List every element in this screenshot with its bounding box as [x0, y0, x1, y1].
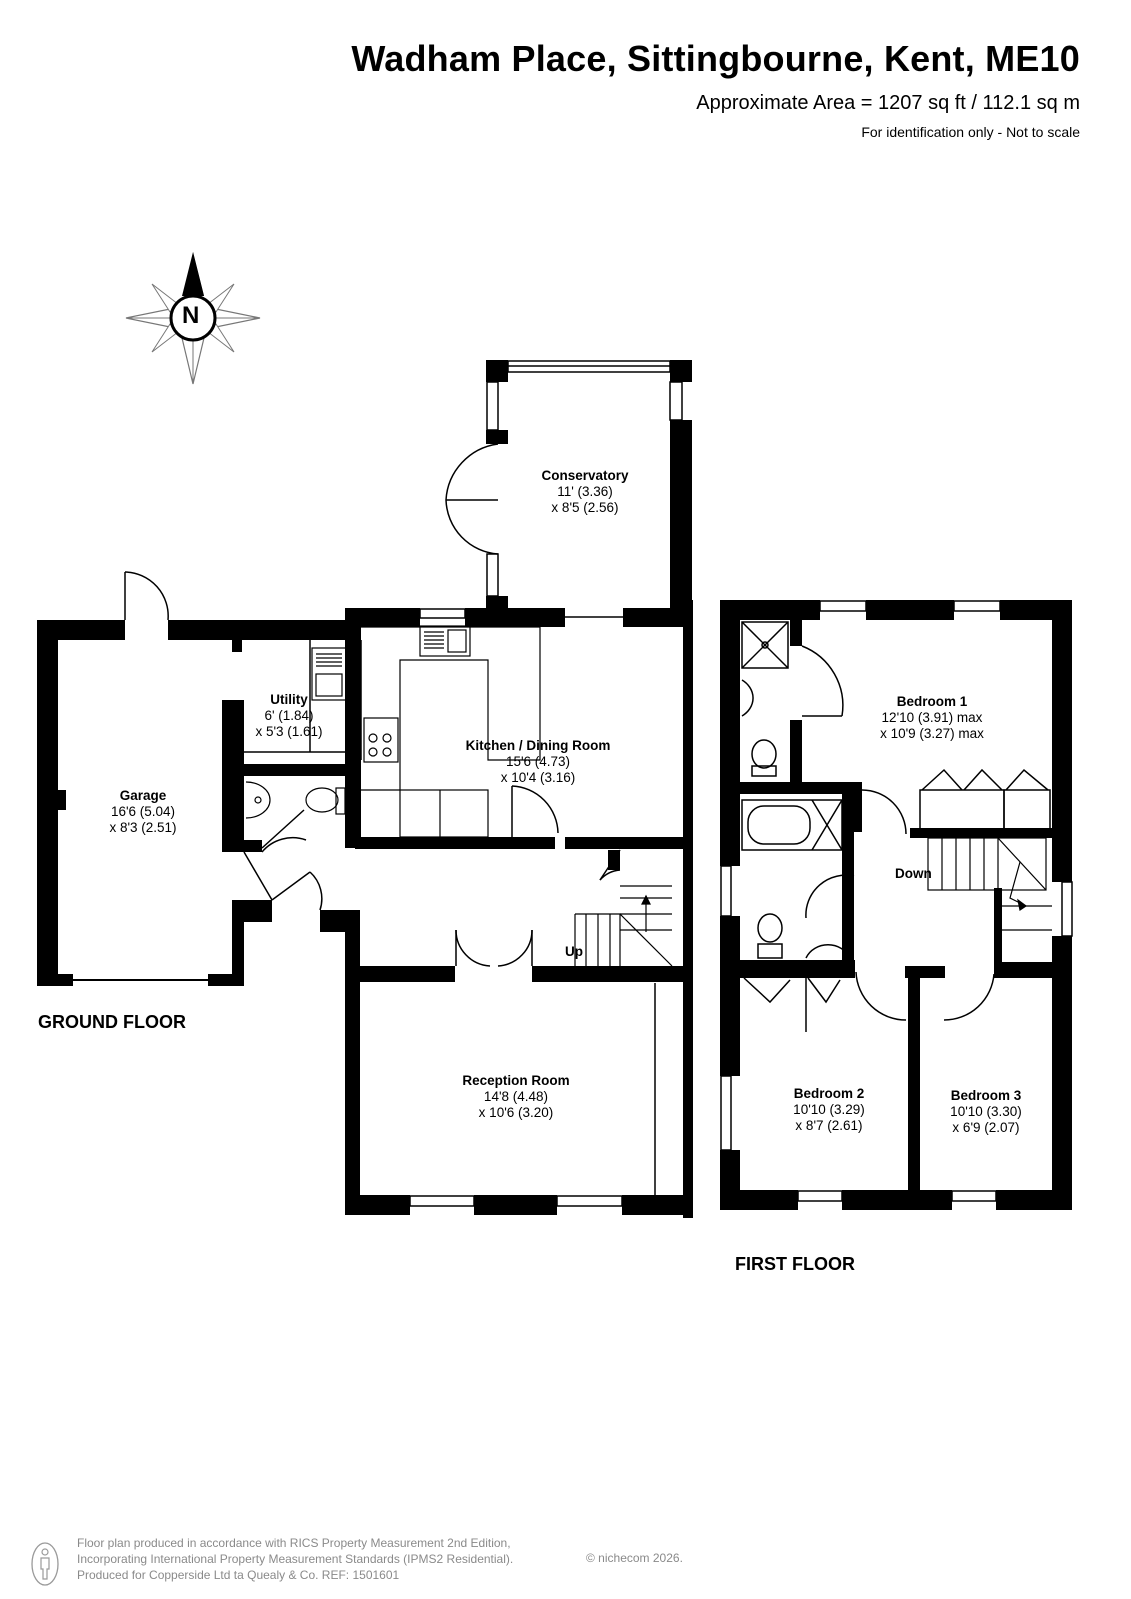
room-dimension: x 6'9 (2.07) [952, 1120, 1020, 1135]
first-floor-label: FIRST FLOOR [735, 1254, 855, 1274]
room-reception: Reception Room 14'8 (4.48) x 10'6 (3.20) [462, 1073, 569, 1121]
first-floor-windows [720, 600, 1073, 1202]
room-name: Kitchen / Dining Room [465, 738, 611, 753]
room-name: Reception Room [462, 1073, 570, 1088]
plan-title: Wadham Place, Sittingbourne, Kent, ME10 [351, 38, 1080, 79]
scale-note: For identification only - Not to scale [861, 124, 1080, 140]
room-bedroom-1: Bedroom 1 12'10 (3.91) max x 10'9 (3.27)… [880, 694, 984, 742]
footer-disclaimer: Floor plan produced in accordance with R… [77, 1535, 513, 1583]
room-utility: Utility 6' (1.84) x 5'3 (1.61) [255, 692, 322, 740]
room-dimension: 10'10 (3.30) [950, 1104, 1022, 1119]
room-kitchen-dining: Kitchen / Dining Room 15'6 (4.73) x 10'4… [466, 738, 611, 786]
stairs-down-label: Down [895, 866, 932, 881]
room-dimension: 6' (1.84) [264, 708, 314, 723]
approximate-area: Approximate Area = 1207 sq ft / 112.1 sq… [696, 92, 1080, 114]
stairs-up-label: Up [565, 944, 583, 959]
room-dimension: x 8'5 (2.56) [551, 500, 619, 515]
room-dimension: 10'10 (3.29) [793, 1102, 865, 1117]
footer-line: Produced for Copperside Ltd ta Quealy & … [77, 1568, 400, 1582]
ground-floor-walls [37, 360, 693, 1218]
room-dimension: x 10'4 (3.16) [500, 770, 576, 785]
room-name: Garage [119, 788, 167, 803]
room-name: Bedroom 2 [793, 1086, 865, 1101]
person-scale-icon [31, 1542, 59, 1586]
room-conservatory: Conservatory 11' (3.36) x 8'5 (2.56) [541, 468, 628, 516]
room-dimension: 12'10 (3.91) max [881, 710, 983, 725]
room-dimension: x 10'9 (3.27) max [880, 726, 984, 741]
room-dimension: x 5'3 (1.61) [255, 724, 323, 739]
ground-floor-windows [73, 360, 683, 1207]
room-dimension: 15'6 (4.73) [505, 754, 571, 769]
footer-line: Floor plan produced in accordance with R… [77, 1536, 511, 1550]
room-dimension: 14'8 (4.48) [483, 1089, 549, 1104]
room-dimension: x 8'7 (2.61) [795, 1118, 863, 1133]
room-dimension: x 10'6 (3.20) [478, 1105, 554, 1120]
room-garage: Garage 16'6 (5.04) x 8'3 (2.51) [109, 788, 176, 836]
footer-line: Incorporating International Property Mea… [77, 1552, 514, 1566]
first-floor-walls [720, 600, 1072, 1210]
room-dimension: x 8'3 (2.51) [109, 820, 177, 835]
room-name: Utility [270, 692, 308, 707]
room-name: Bedroom 1 [896, 694, 968, 709]
room-bedroom-2: Bedroom 2 10'10 (3.29) x 8'7 (2.61) [793, 1086, 865, 1134]
room-dimension: 16'6 (5.04) [110, 804, 176, 819]
compass-icon [125, 252, 261, 385]
room-dimension: 11' (3.36) [557, 484, 613, 499]
first-floor-stairs [927, 837, 1052, 931]
room-name: Conservatory [541, 468, 629, 483]
kitchen-fittings [245, 625, 541, 838]
room-name: Bedroom 3 [950, 1088, 1022, 1103]
ground-floor-stairs [574, 885, 673, 967]
compass-north-label: N [182, 302, 200, 329]
footer-brand: © nichecom 2026. [586, 1551, 683, 1565]
ground-floor-label: GROUND FLOOR [38, 1012, 186, 1032]
room-bedroom-3: Bedroom 3 10'10 (3.30) x 6'9 (2.07) [950, 1088, 1022, 1136]
